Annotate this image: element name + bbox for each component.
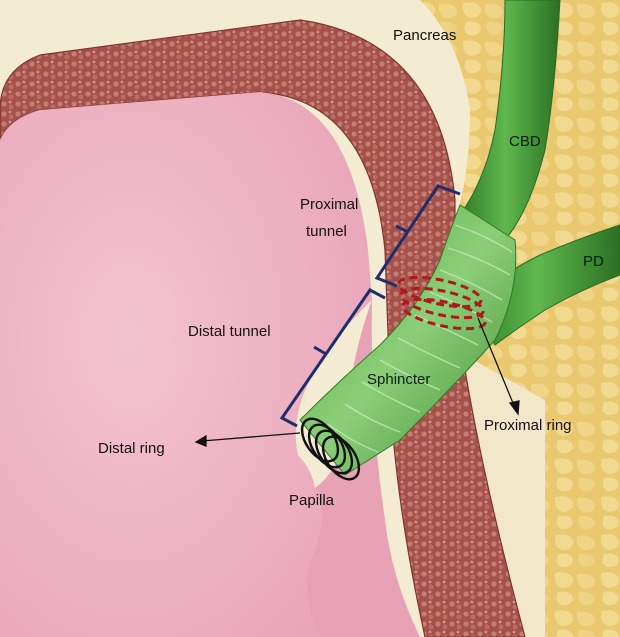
proximal-tunnel-label-line2: tunnel <box>306 223 347 240</box>
cbd-label: CBD <box>509 133 541 150</box>
distal-ring-label: Distal ring <box>98 440 165 457</box>
distal-tunnel-label: Distal tunnel <box>188 323 271 340</box>
proximal-ring-label: Proximal ring <box>484 417 572 434</box>
pancreas-label: Pancreas <box>393 27 456 44</box>
proximal-tunnel-label-line1: Proximal <box>300 196 358 213</box>
sphincter-label: Sphincter <box>367 371 430 388</box>
pd-label: PD <box>583 253 604 270</box>
papilla-label: Papilla <box>289 492 335 509</box>
